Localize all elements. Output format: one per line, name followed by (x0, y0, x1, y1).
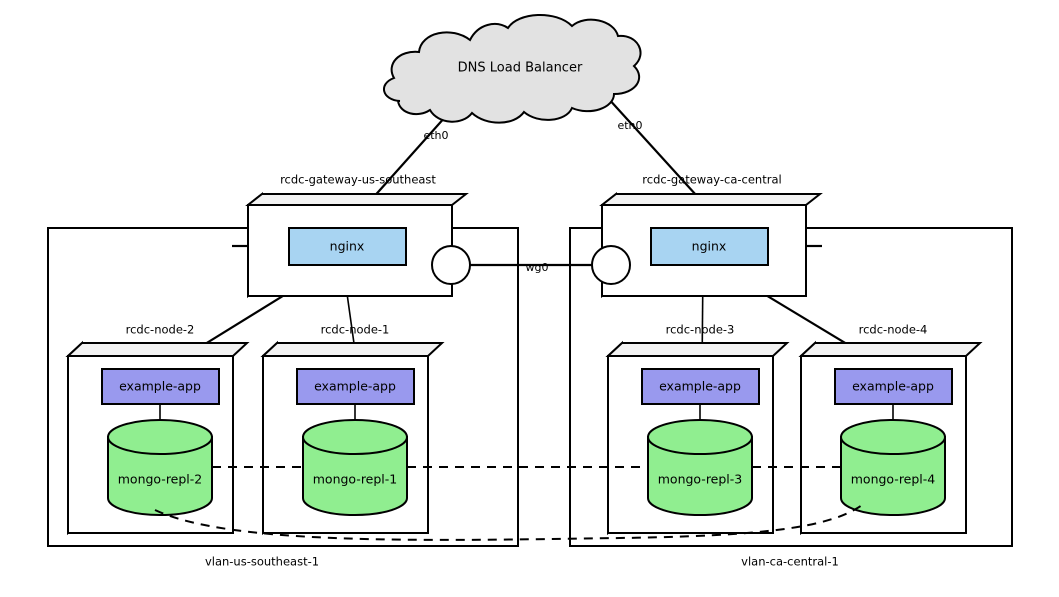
db-mongo-repl-2-body (107, 436, 213, 516)
node-rcdc-node-3-top (605, 342, 790, 357)
node-rcdc-node-1-label: rcdc-node-1 (321, 323, 390, 337)
wg-interface-left[interactable] (431, 245, 471, 285)
db-mongo-repl-4-body (840, 436, 946, 516)
gateway-ca-central-top (599, 193, 823, 206)
repl-link-2-to-4-arc (154, 504, 863, 541)
node-rcdc-node-2-top (65, 342, 250, 357)
node-rcdc-node-3-label: rcdc-node-3 (666, 323, 735, 337)
node-rcdc-node-4-label: rcdc-node-4 (859, 323, 928, 337)
iface-label-eth0-left: eth0 (423, 129, 448, 142)
db-mongo-repl-3-body (647, 436, 753, 516)
db-mongo-repl-1[interactable]: mongo-repl-1 (302, 419, 408, 516)
cloud-label: DNS Load Balancer (458, 61, 583, 76)
gateway-us-southeast-top (245, 193, 469, 206)
app-example-app-node-1-label: example-app (314, 379, 396, 394)
gateway-us-southeast-label: rcdc-gateway-us-southeast (280, 173, 436, 187)
db-mongo-repl-2-label: mongo-repl-2 (118, 472, 203, 487)
node-rcdc-node-3[interactable]: rcdc-node-3 example-app mongo-repl-3 (605, 323, 790, 536)
node-rcdc-node-1[interactable]: rcdc-node-1 example-app mongo-repl-1 (260, 323, 445, 536)
gateway-ca-central[interactable]: rcdc-gateway-ca-central nginx (591, 173, 823, 299)
node-rcdc-node-2[interactable]: rcdc-node-2 example-app mongo-repl-2 (65, 323, 250, 536)
wg-interface-right[interactable] (591, 245, 631, 285)
db-mongo-repl-1-label: mongo-repl-1 (313, 472, 398, 487)
app-example-app-node-4-label: example-app (852, 379, 934, 394)
vlan-us-southeast-label: vlan-us-southeast-1 (205, 555, 319, 569)
app-example-app-node-4[interactable] (834, 368, 953, 405)
db-mongo-repl-4-top (840, 419, 946, 455)
service-nginx-left[interactable] (288, 227, 407, 266)
gateway-us-southeast[interactable]: rcdc-gateway-us-southeast nginx (245, 173, 471, 299)
app-example-app-node-2[interactable] (101, 368, 220, 405)
db-mongo-repl-3-label: mongo-repl-3 (658, 472, 743, 487)
app-example-app-node-2-label: example-app (119, 379, 201, 394)
db-mongo-repl-1-top (302, 419, 408, 455)
node-rcdc-node-2-label: rcdc-node-2 (126, 323, 195, 337)
db-mongo-repl-2[interactable]: mongo-repl-2 (107, 419, 213, 516)
app-example-app-node-1[interactable] (296, 368, 415, 405)
app-example-app-node-3[interactable] (641, 368, 760, 405)
db-mongo-repl-3-top (647, 419, 753, 455)
db-mongo-repl-2-top (107, 419, 213, 455)
db-mongo-repl-4[interactable]: mongo-repl-4 (840, 419, 946, 516)
vlan-ca-central-label: vlan-ca-central-1 (741, 555, 839, 569)
db-mongo-repl-4-label: mongo-repl-4 (851, 472, 936, 487)
iface-label-wg0: wg0 (526, 261, 549, 274)
node-rcdc-node-4[interactable]: rcdc-node-4 example-app mongo-repl-4 (798, 323, 983, 536)
node-rcdc-node-1-top (260, 342, 445, 357)
app-example-app-node-3-label: example-app (659, 379, 741, 394)
service-nginx-left-label: nginx (330, 239, 365, 254)
db-mongo-repl-3[interactable]: mongo-repl-3 (647, 419, 753, 516)
db-mongo-repl-1-body (302, 436, 408, 516)
service-nginx-right-label: nginx (692, 239, 727, 254)
node-rcdc-node-4-top (798, 342, 983, 357)
gateway-ca-central-label: rcdc-gateway-ca-central (642, 173, 781, 187)
dns-load-balancer-cloud: DNS Load Balancer (383, 13, 642, 124)
service-nginx-right[interactable] (650, 227, 769, 266)
iface-label-eth0-right: eth0 (617, 119, 642, 132)
